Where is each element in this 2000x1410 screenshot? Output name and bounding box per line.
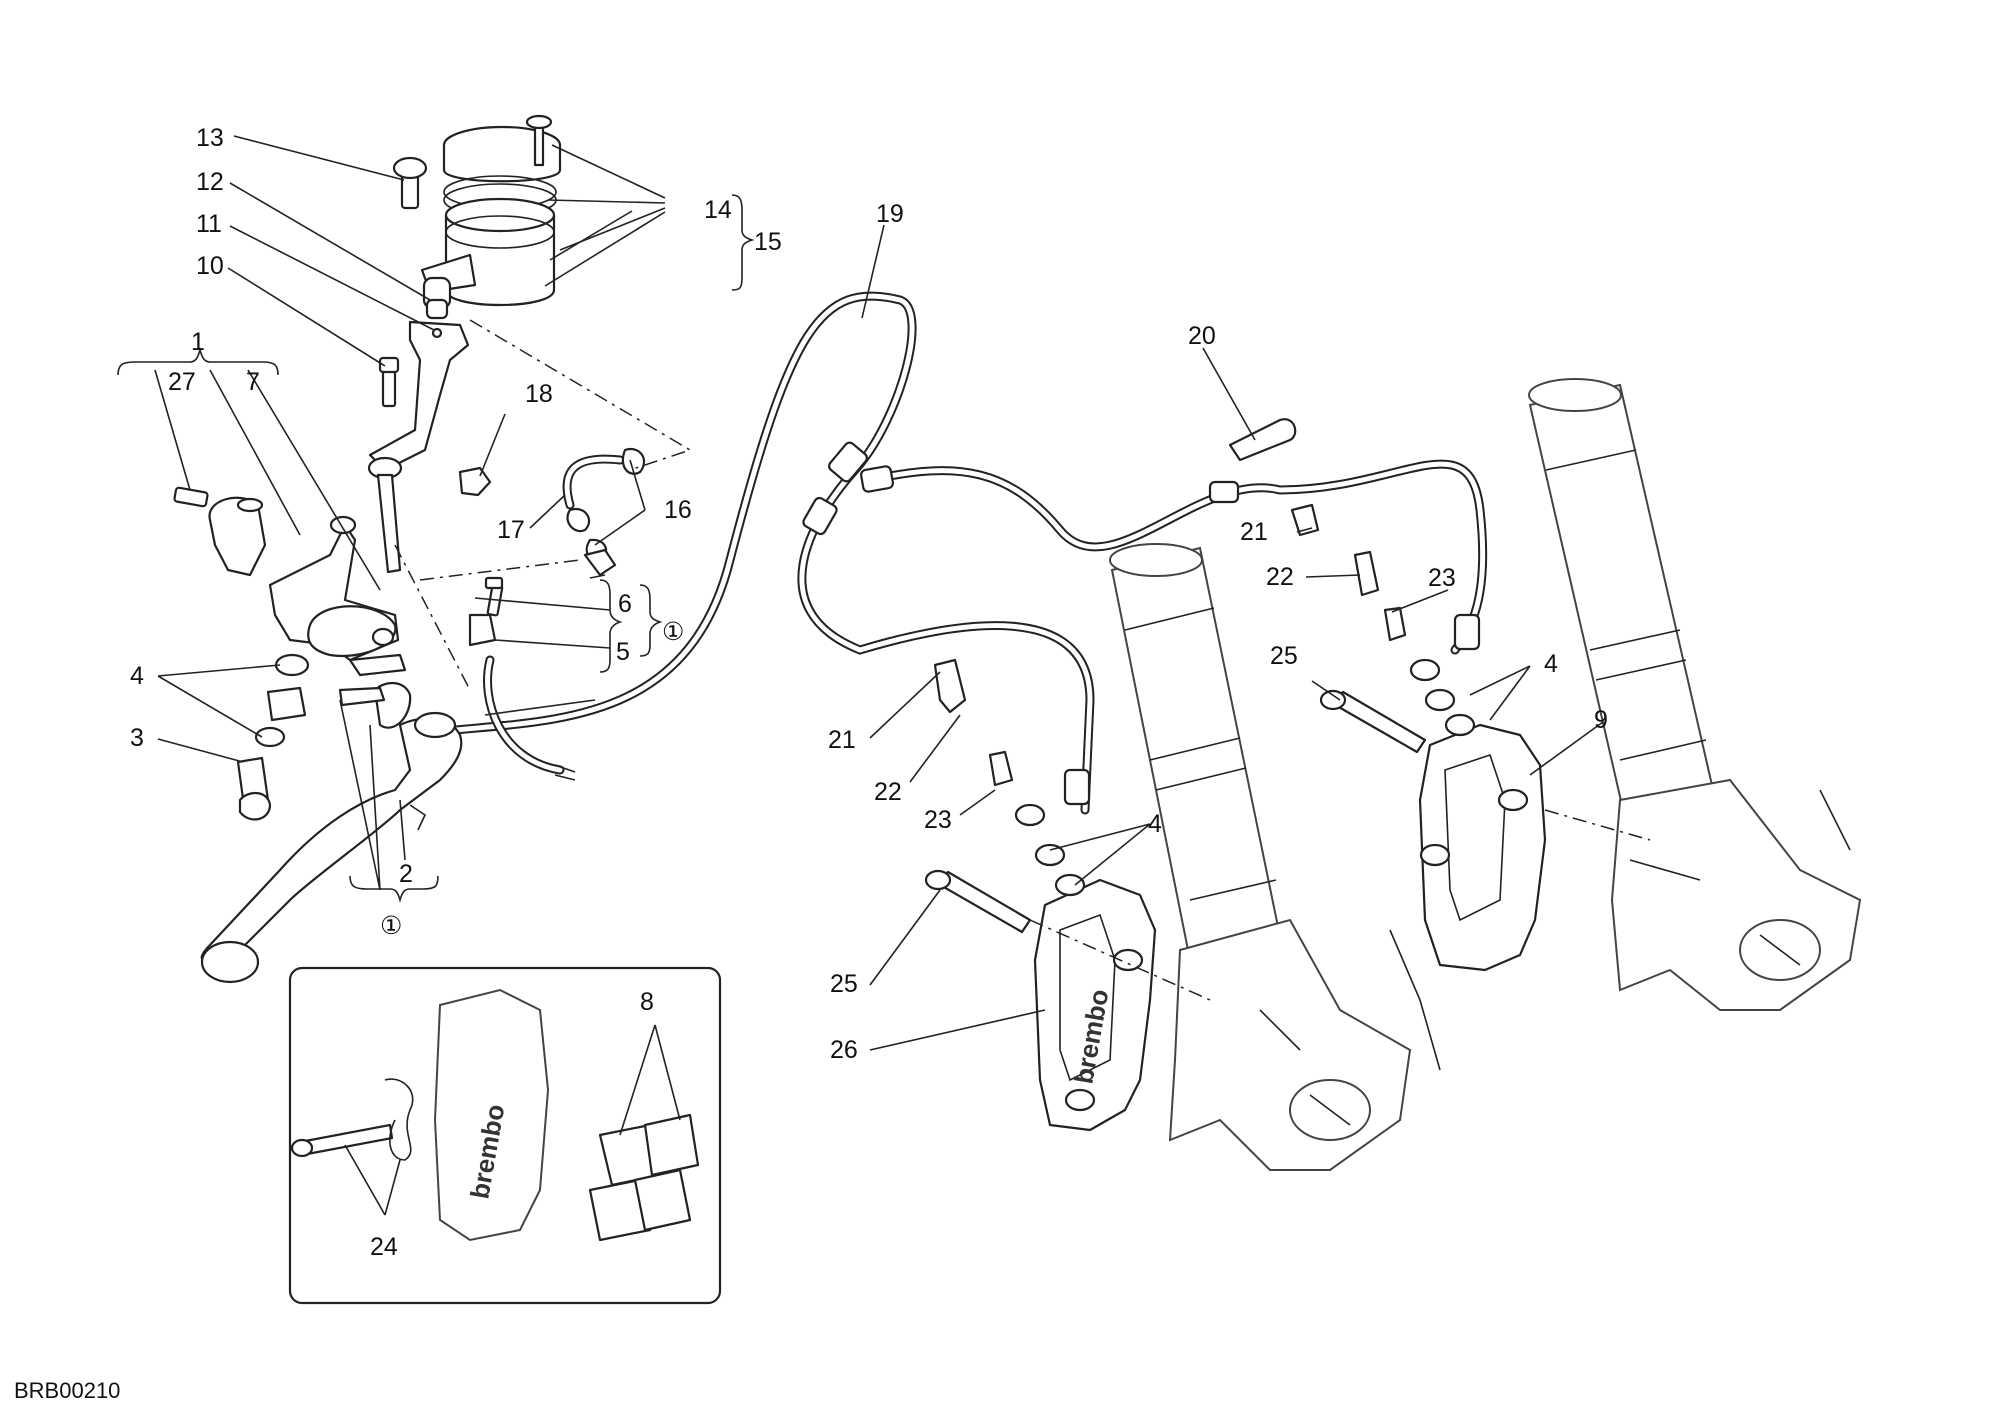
callout-22-right: 22 bbox=[1266, 563, 1294, 591]
callout-21-left: 21 bbox=[828, 726, 856, 754]
drawing-code: BRB00210 bbox=[14, 1378, 120, 1403]
leader-lines bbox=[154, 135, 1604, 1216]
callout-23-left: 23 bbox=[924, 806, 952, 834]
callout-21-right: 21 bbox=[1240, 518, 1268, 546]
caliper-left: brembo bbox=[1033, 878, 1157, 1132]
callout-23-right: 23 bbox=[1428, 564, 1456, 592]
assembly-lines bbox=[394, 319, 1651, 1001]
caliper-right bbox=[1418, 723, 1547, 972]
brake-pump-body bbox=[268, 515, 407, 677]
callout-22-left: 22 bbox=[874, 778, 902, 806]
caliper-bolt-right bbox=[1319, 689, 1427, 754]
reservoir-hose-17 bbox=[562, 447, 646, 577]
screw-13 bbox=[392, 156, 428, 210]
callout-12: 12 bbox=[196, 168, 224, 196]
brake-hose-left-caliper bbox=[797, 465, 1095, 815]
callout-26: 26 bbox=[830, 1036, 858, 1064]
callout-16: 16 bbox=[664, 496, 692, 524]
bleed-parts-right bbox=[1290, 503, 1476, 737]
callout-5: 5 bbox=[616, 638, 630, 666]
callout-14: 14 bbox=[704, 196, 732, 224]
note-marker-2: ① bbox=[380, 912, 402, 940]
callout-25-left: 25 bbox=[830, 970, 858, 998]
callout-3: 3 bbox=[130, 724, 144, 752]
hose-fittings bbox=[802, 441, 1481, 806]
right-fork-leg bbox=[1528, 378, 1862, 1011]
grommet-12 bbox=[422, 276, 452, 320]
brake-hose-right-caliper bbox=[865, 459, 1488, 655]
callout-17: 17 bbox=[497, 516, 525, 544]
callout-15: 15 bbox=[754, 228, 782, 256]
cable-clip-20 bbox=[1228, 418, 1297, 462]
group-braces bbox=[117, 194, 755, 903]
callout-19: 19 bbox=[876, 200, 904, 228]
callout-4-right: 4 bbox=[1544, 650, 1558, 678]
callout-4-lever: 4 bbox=[130, 662, 144, 690]
reservoir-screw bbox=[525, 114, 553, 167]
callout-7: 7 bbox=[246, 368, 260, 396]
brake-light-switch bbox=[338, 613, 576, 781]
inset-pads-kit: brembo bbox=[288, 966, 722, 1305]
callout-2: 2 bbox=[399, 860, 413, 888]
bleed-parts-left bbox=[933, 658, 1086, 897]
screw-6 bbox=[484, 576, 504, 617]
brake-fluid-reservoir bbox=[420, 125, 562, 307]
callout-6: 6 bbox=[618, 590, 632, 618]
callout-10: 10 bbox=[196, 252, 224, 280]
note-marker-5-6: ① bbox=[662, 618, 684, 646]
callout-18: 18 bbox=[525, 380, 553, 408]
callout-25-right: 25 bbox=[1270, 642, 1298, 670]
callout-13: 13 bbox=[196, 124, 224, 152]
adjuster-3 bbox=[236, 756, 272, 821]
callout-9: 9 bbox=[1594, 706, 1608, 734]
callout-24: 24 bbox=[370, 1233, 398, 1261]
pivot-bolt-7 bbox=[367, 456, 403, 574]
callout-27: 27 bbox=[168, 368, 196, 396]
washers-4-lever bbox=[254, 653, 310, 748]
callout-8: 8 bbox=[640, 988, 654, 1016]
callout-1: 1 bbox=[191, 328, 205, 356]
nut-18 bbox=[458, 466, 492, 497]
screw-1 bbox=[173, 486, 209, 508]
callout-labels: 1 27 7 13 12 11 10 14 15 18 17 16 6 5 ① … bbox=[14, 124, 1608, 1403]
caliper-bolt-left bbox=[924, 869, 1032, 934]
callout-4-left: 4 bbox=[1148, 810, 1162, 838]
callout-11: 11 bbox=[196, 210, 222, 238]
lever-mount-27 bbox=[208, 496, 267, 577]
screw-10 bbox=[378, 356, 400, 408]
callout-20: 20 bbox=[1188, 322, 1216, 350]
brake-hose-main bbox=[450, 291, 917, 735]
left-fork-leg bbox=[1109, 543, 1441, 1171]
brake-lever bbox=[200, 711, 463, 984]
